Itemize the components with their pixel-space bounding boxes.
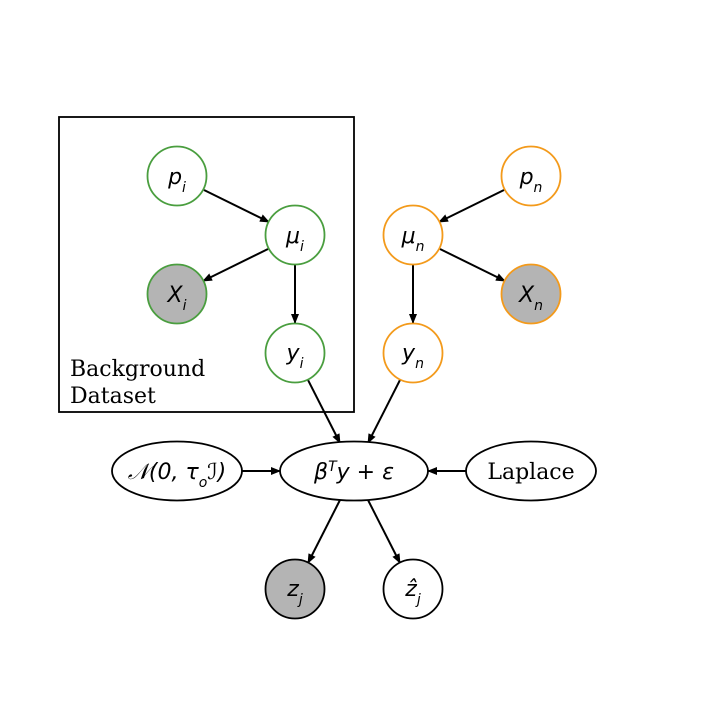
svg-text:ẑj: ẑj bbox=[404, 577, 421, 608]
node-p_n: pn bbox=[500, 145, 562, 207]
svg-text:yn: yn bbox=[401, 341, 424, 372]
node-zhat_j: ẑj bbox=[382, 558, 444, 620]
node-laplace: Laplace bbox=[465, 440, 597, 502]
node-y_n: yn bbox=[382, 322, 444, 384]
node-y_i: yi bbox=[264, 322, 326, 384]
svg-text:μi: μi bbox=[285, 224, 304, 255]
node-X_n-observed: Xn bbox=[500, 263, 562, 325]
node-linear-model: βTy + ε bbox=[279, 440, 429, 502]
edge-mu_i-X_i bbox=[202, 248, 269, 282]
plate-label-line1: Background bbox=[70, 357, 205, 382]
edge-y_n-model bbox=[367, 379, 401, 444]
plate-label-line2: Dataset bbox=[70, 384, 156, 409]
node-mu_n: μn bbox=[382, 204, 444, 266]
node-mu_i: μi bbox=[264, 204, 326, 266]
svg-text:Laplace: Laplace bbox=[487, 460, 574, 485]
svg-text:pi: pi bbox=[167, 165, 186, 196]
node-z_j-observed: zj bbox=[264, 558, 326, 620]
edge-model-z_j bbox=[307, 499, 341, 564]
edge-mu_n-X_n bbox=[439, 248, 506, 282]
svg-text:Xi: Xi bbox=[167, 283, 187, 314]
svg-text:μn: μn bbox=[401, 224, 425, 255]
svg-text:yi: yi bbox=[286, 341, 304, 372]
edge-model-zhat_j bbox=[367, 499, 401, 564]
svg-text:zj: zj bbox=[286, 577, 303, 608]
background-dataset-plate bbox=[58, 116, 355, 413]
svg-text:βTy + ε: βTy + ε bbox=[313, 459, 394, 485]
node-X_i-observed: Xi bbox=[146, 263, 208, 325]
edge-y_i-model bbox=[307, 379, 341, 444]
edge-p_i-mu_i bbox=[203, 189, 270, 223]
node-prior-normal: 𝒩(0, τoℐ) bbox=[111, 440, 243, 502]
svg-text:𝒩(0, τoℐ): 𝒩(0, τoℐ) bbox=[128, 460, 226, 491]
svg-text:pn: pn bbox=[519, 165, 543, 196]
svg-text:Xn: Xn bbox=[518, 283, 543, 314]
node-p_i: pi bbox=[146, 145, 208, 207]
edge-p_n-mu_n bbox=[438, 189, 505, 223]
